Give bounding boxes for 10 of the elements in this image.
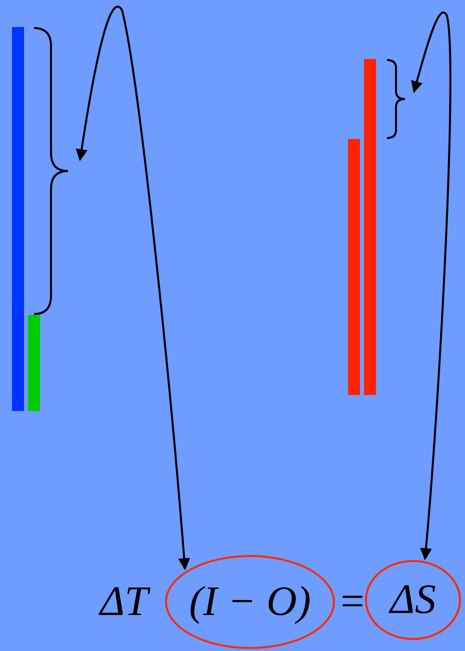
curved-arrow (411, 12, 452, 560)
formula-term: ΔS (390, 579, 436, 621)
ellipse-outline (165, 555, 335, 649)
curly-brace (33, 27, 69, 315)
formula-term: (I − O) (189, 581, 311, 623)
curly-brace (386, 59, 406, 139)
curved-arrow (76, 6, 190, 570)
formula-term: ΔT (100, 581, 148, 623)
formula-term: = (338, 581, 366, 623)
ellipse-outline (365, 560, 461, 640)
